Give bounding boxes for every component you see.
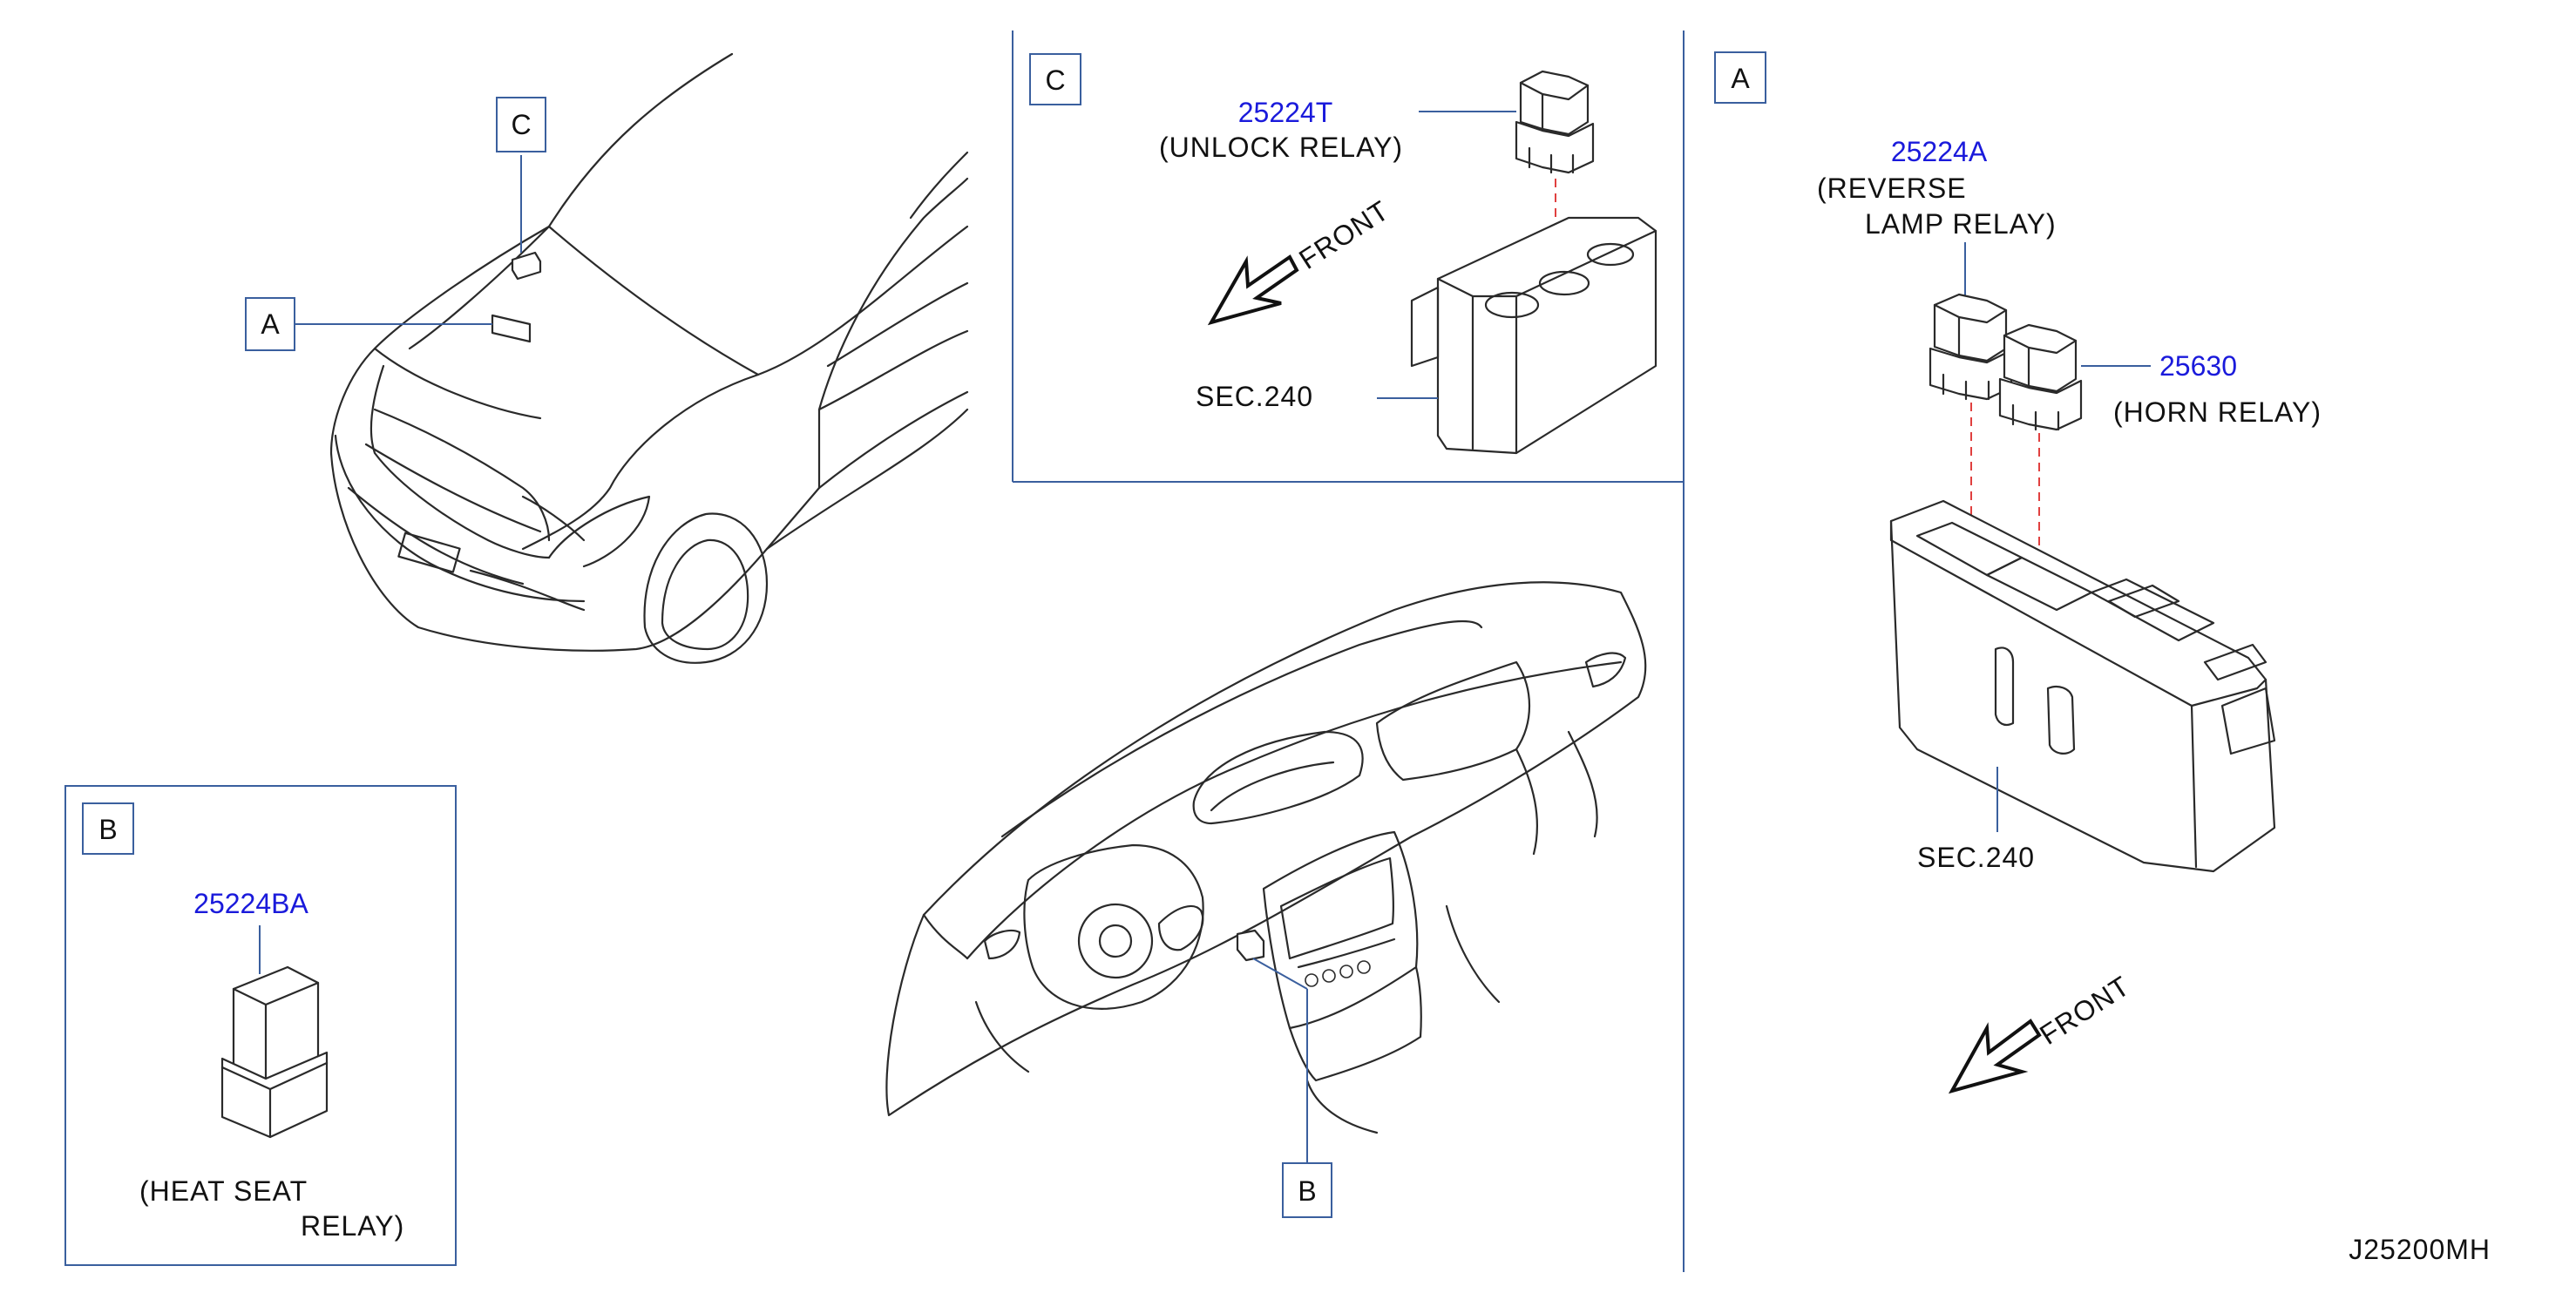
svg-text:B: B (1298, 1175, 1316, 1207)
svg-text:A: A (1731, 63, 1750, 94)
panel-a: A 25224A (REVERSE LAMP RELAY) 25630 (HOR… (1714, 51, 2322, 1094)
panel-c-label[interactable]: C (1029, 53, 1081, 105)
svg-text:B: B (98, 814, 117, 845)
part-number-25224BA: 25224BA (193, 888, 308, 919)
heat-seat-relay-label-line1: (HEAT SEAT (139, 1175, 308, 1207)
panel-frames (64, 30, 1685, 1272)
panel-b-frame (64, 785, 457, 1266)
sec-240-label-a: SEC.240 (1917, 842, 2035, 873)
unlock-relay-block-drawing (1410, 216, 1657, 455)
unlock-relay-drawing (1515, 70, 1595, 174)
panel-b-label[interactable]: B (82, 802, 134, 855)
front-arrow-a: FRONT (1948, 970, 2135, 1094)
callout-a-car[interactable]: A (245, 297, 295, 351)
svg-text:A: A (261, 308, 280, 340)
reverse-lamp-relay-label-line1: (REVERSE (1817, 173, 1967, 204)
heat-seat-relay-label-line2: RELAY) (301, 1210, 404, 1242)
heat-seat-relay-drawing (220, 965, 329, 1139)
horn-relay-label: (HORN RELAY) (2113, 396, 2322, 428)
svg-text:C: C (511, 109, 531, 140)
front-arrow-c: FRONT (1207, 194, 1394, 326)
reverse-lamp-relay-label-line2: LAMP RELAY) (1865, 208, 2057, 240)
relay-marker-b (1236, 929, 1265, 962)
part-number-25224A: 25224A (1891, 136, 1988, 167)
sec-240-label-c: SEC.240 (1196, 381, 1313, 412)
front-label-a: FRONT (2034, 970, 2135, 1051)
front-label-c: FRONT (1293, 194, 1394, 275)
callout-c-car[interactable]: C (496, 97, 546, 152)
part-number-25224T: 25224T (1238, 97, 1333, 128)
relay-block-a-drawing (1889, 499, 2276, 873)
panel-c: C 25224T (UNLOCK RELAY) SEC.240 (1029, 53, 1657, 455)
relay-marker-c (511, 251, 542, 281)
relay-marker-a (491, 314, 532, 343)
panel-b: B 25224BA (HEAT SEAT RELAY) (82, 802, 404, 1242)
panel-a-label[interactable]: A (1714, 51, 1766, 104)
callout-b-dashboard[interactable]: B (1282, 1162, 1332, 1218)
car-illustration (292, 52, 969, 664)
reverse-lamp-relay-drawing (1929, 293, 2013, 401)
horn-relay-drawing (1998, 323, 2083, 431)
svg-text:C: C (1045, 64, 1065, 96)
drawing-id: J25200MH (2349, 1234, 2491, 1265)
part-number-25630: 25630 (2159, 350, 2237, 382)
unlock-relay-label: (UNLOCK RELAY) (1159, 132, 1403, 163)
dashboard-illustration (885, 581, 1647, 1163)
